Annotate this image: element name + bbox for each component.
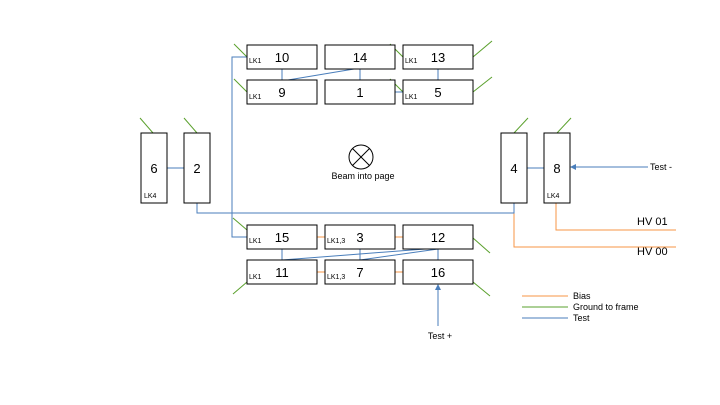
module-5: LK1 5: [402, 79, 474, 105]
module-6-number: 6: [150, 161, 157, 176]
module-13: LK1 13: [402, 44, 474, 70]
test-minus-arrow: [570, 164, 648, 170]
module-12-number: 12: [431, 230, 445, 245]
test-minus-label: Test -: [650, 162, 672, 172]
ground-leads: [139, 40, 572, 297]
module-11: LK1 11: [246, 259, 318, 285]
module-15-link: LK1: [249, 238, 262, 245]
module-13-link: LK1: [405, 58, 418, 65]
module-7: LK1,3 7: [324, 259, 396, 285]
module-5-number: 5: [434, 85, 441, 100]
module-4: 4: [500, 132, 528, 204]
module-3: LK1,3 3: [324, 224, 396, 250]
module-15: LK1 15: [246, 224, 318, 250]
module-1-number: 1: [356, 85, 363, 100]
module-4-number: 4: [510, 161, 517, 176]
module-6: 6 LK4: [140, 132, 168, 204]
module-8-number: 8: [553, 161, 560, 176]
module-1: 1: [324, 79, 396, 105]
module-14-number: 14: [353, 50, 367, 65]
module-9-number: 9: [278, 85, 285, 100]
legend: Bias Ground to frame Test: [522, 291, 639, 323]
module-15-number: 15: [275, 230, 289, 245]
module-10-link: LK1: [249, 58, 262, 65]
module-16-number: 16: [431, 265, 445, 280]
beam-into-page-icon: [348, 144, 374, 170]
module-9-link: LK1: [249, 94, 262, 101]
module-5-link: LK1: [405, 94, 418, 101]
module-9: LK1 9: [246, 79, 318, 105]
module-16: 16: [402, 259, 474, 285]
test-plus-label: Test +: [428, 331, 452, 341]
module-2-number: 2: [193, 161, 200, 176]
legend-test-label: Test: [573, 313, 590, 323]
hv01-label: HV 01: [637, 216, 668, 228]
module-13-number: 13: [431, 50, 445, 65]
module-6-link: LK4: [144, 193, 157, 200]
hv00-label: HV 00: [637, 246, 668, 258]
module-7-number: 7: [356, 265, 363, 280]
legend-ground-label: Ground to frame: [573, 302, 639, 312]
module-7-link: LK1,3: [327, 274, 345, 281]
module-3-link: LK1,3: [327, 238, 345, 245]
test-plus-arrow: [435, 284, 441, 326]
module-10-number: 10: [275, 50, 289, 65]
module-8: 8 LK4: [543, 132, 571, 204]
module-11-number: 11: [275, 265, 289, 280]
beam-label: Beam into page: [331, 171, 394, 181]
legend-bias-label: Bias: [573, 291, 591, 301]
module-8-link: LK4: [547, 193, 560, 200]
test-lines: [167, 56, 544, 261]
module-10: LK1 10: [246, 44, 318, 70]
module-11-link: LK1: [249, 274, 262, 281]
module-12: 12: [402, 224, 474, 250]
module-3-number: 3: [356, 230, 363, 245]
module-14: 14: [324, 44, 396, 70]
bias-lines: [317, 203, 676, 273]
module-2: 2: [183, 132, 211, 204]
